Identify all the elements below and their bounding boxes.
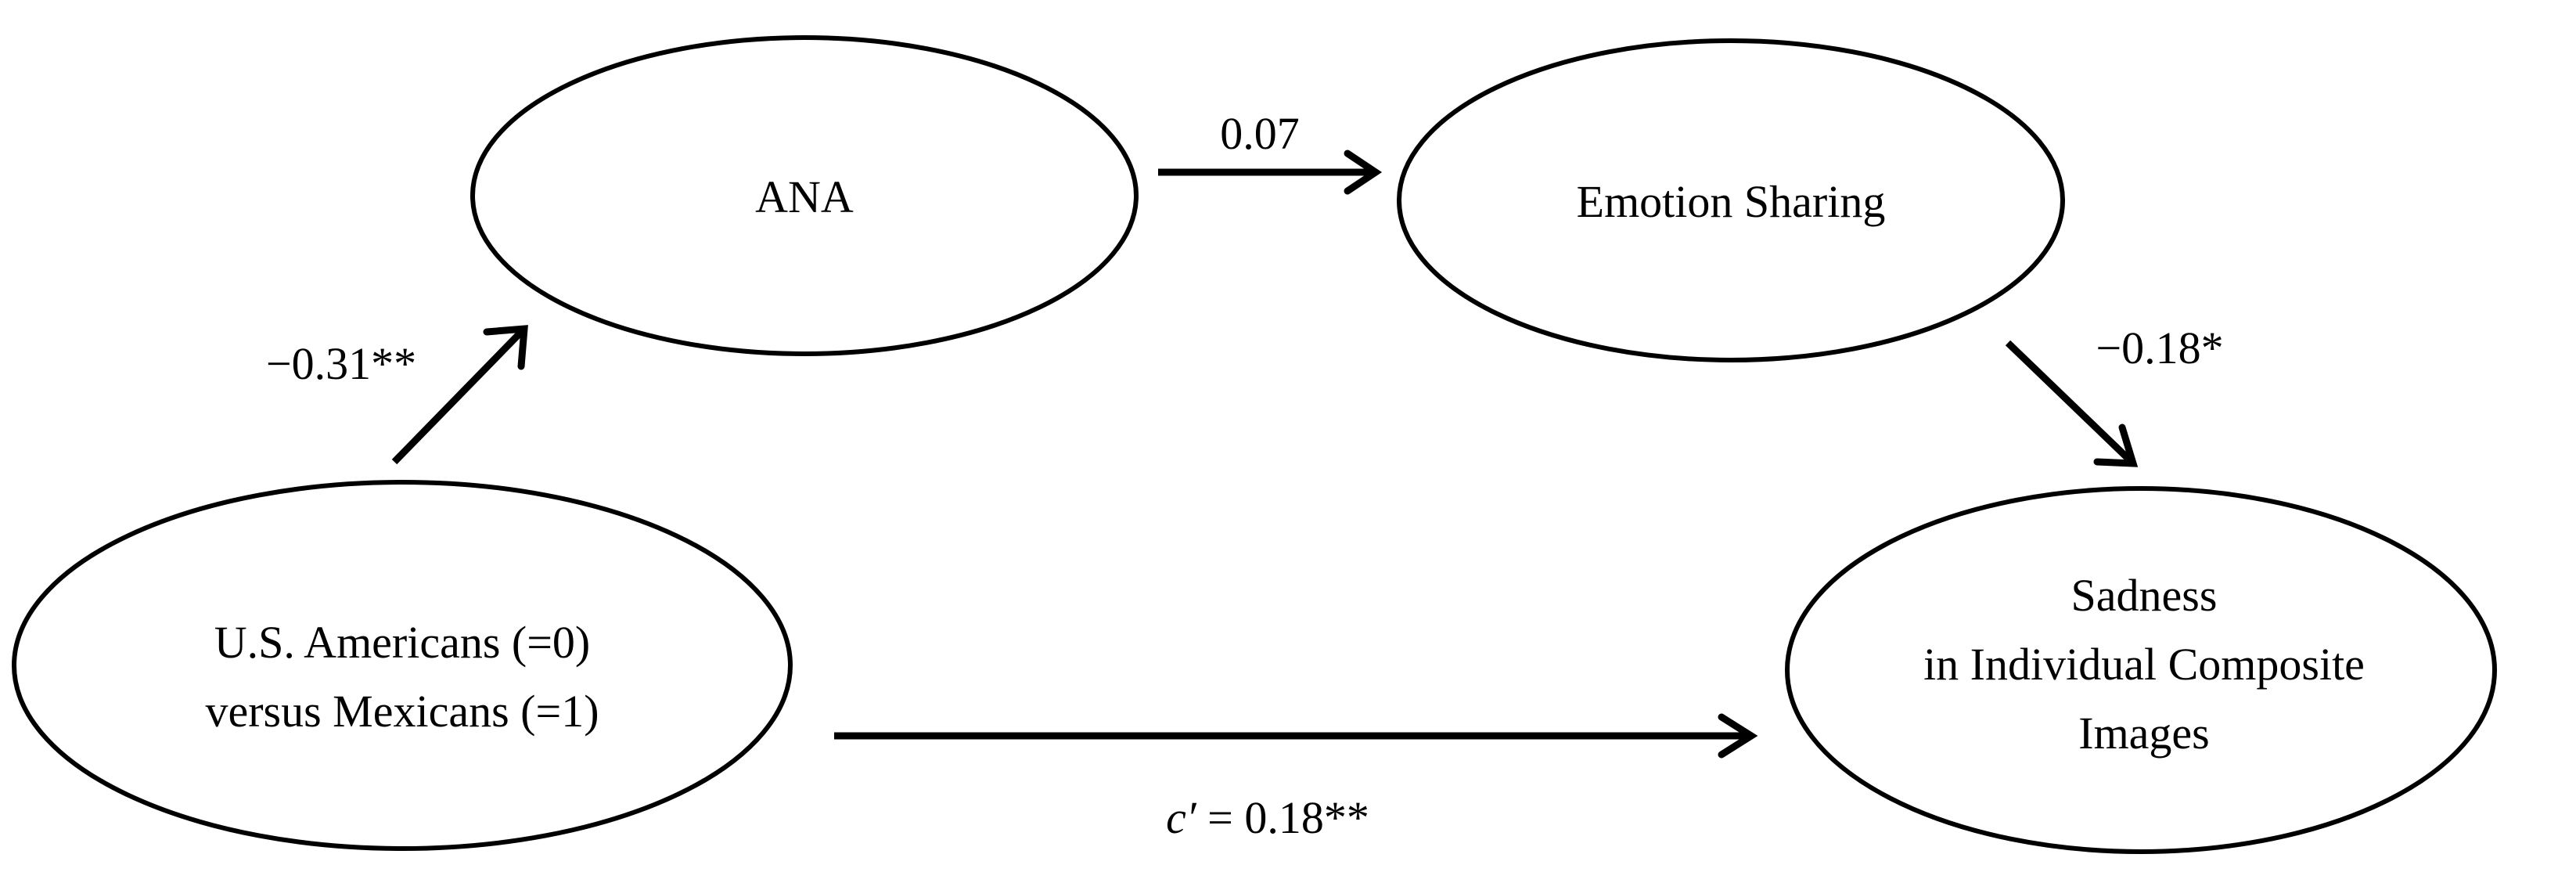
node-group: U.S. Americans (=0) versus Mexicans (=1) <box>12 480 793 851</box>
node-group-line-1: U.S. Americans (=0) <box>214 617 591 668</box>
arrow-ana-to-emotion <box>1158 150 1383 195</box>
node-sadness-line-3: Images <box>2078 708 2210 759</box>
arrow-group-to-ana-shaft <box>391 327 526 465</box>
node-emotion-sharing-ellipse <box>1397 38 2065 362</box>
arrow-direct-effect <box>834 713 1758 759</box>
node-sadness: Sadness in Individual Composite Images <box>1785 486 2497 854</box>
arrow-direct-effect-head <box>1718 713 1758 759</box>
label-group-to-ana: −0.31** <box>266 338 416 389</box>
label-emotion-to-sadness: −0.18* <box>2096 323 2223 373</box>
label-direct-effect: c′ = 0.18** <box>1166 792 1369 843</box>
node-ana-ellipse <box>470 35 1139 356</box>
arrow-emotion-to-sadness <box>2005 340 2139 467</box>
node-ana: ANA <box>470 35 1139 356</box>
label-ana-to-emotion: 0.07 <box>1220 108 1300 159</box>
node-sadness-ellipse <box>1785 486 2497 854</box>
arrow-emotion-to-sadness-head <box>2093 423 2139 467</box>
arrow-ana-to-emotion-head <box>1344 150 1383 195</box>
node-group-line-2: versus Mexicans (=1) <box>205 686 599 737</box>
node-sadness-line-1: Sadness <box>2071 570 2218 621</box>
node-group-ellipse <box>12 480 793 851</box>
node-sadness-line-2: in Individual Composite <box>1923 639 2365 690</box>
arrow-group-to-ana-head <box>483 325 528 370</box>
label-direct-effect-symbol: c′ <box>1166 792 1197 843</box>
node-emotion-sharing: Emotion Sharing <box>1397 38 2065 362</box>
label-direct-effect-value: = 0.18** <box>1196 792 1369 843</box>
node-emotion-sharing-label: Emotion Sharing <box>1577 176 1886 227</box>
node-ana-label: ANA <box>755 171 854 222</box>
arrow-group-to-ana <box>391 325 528 465</box>
arrow-emotion-to-sadness-shaft <box>2005 340 2135 465</box>
